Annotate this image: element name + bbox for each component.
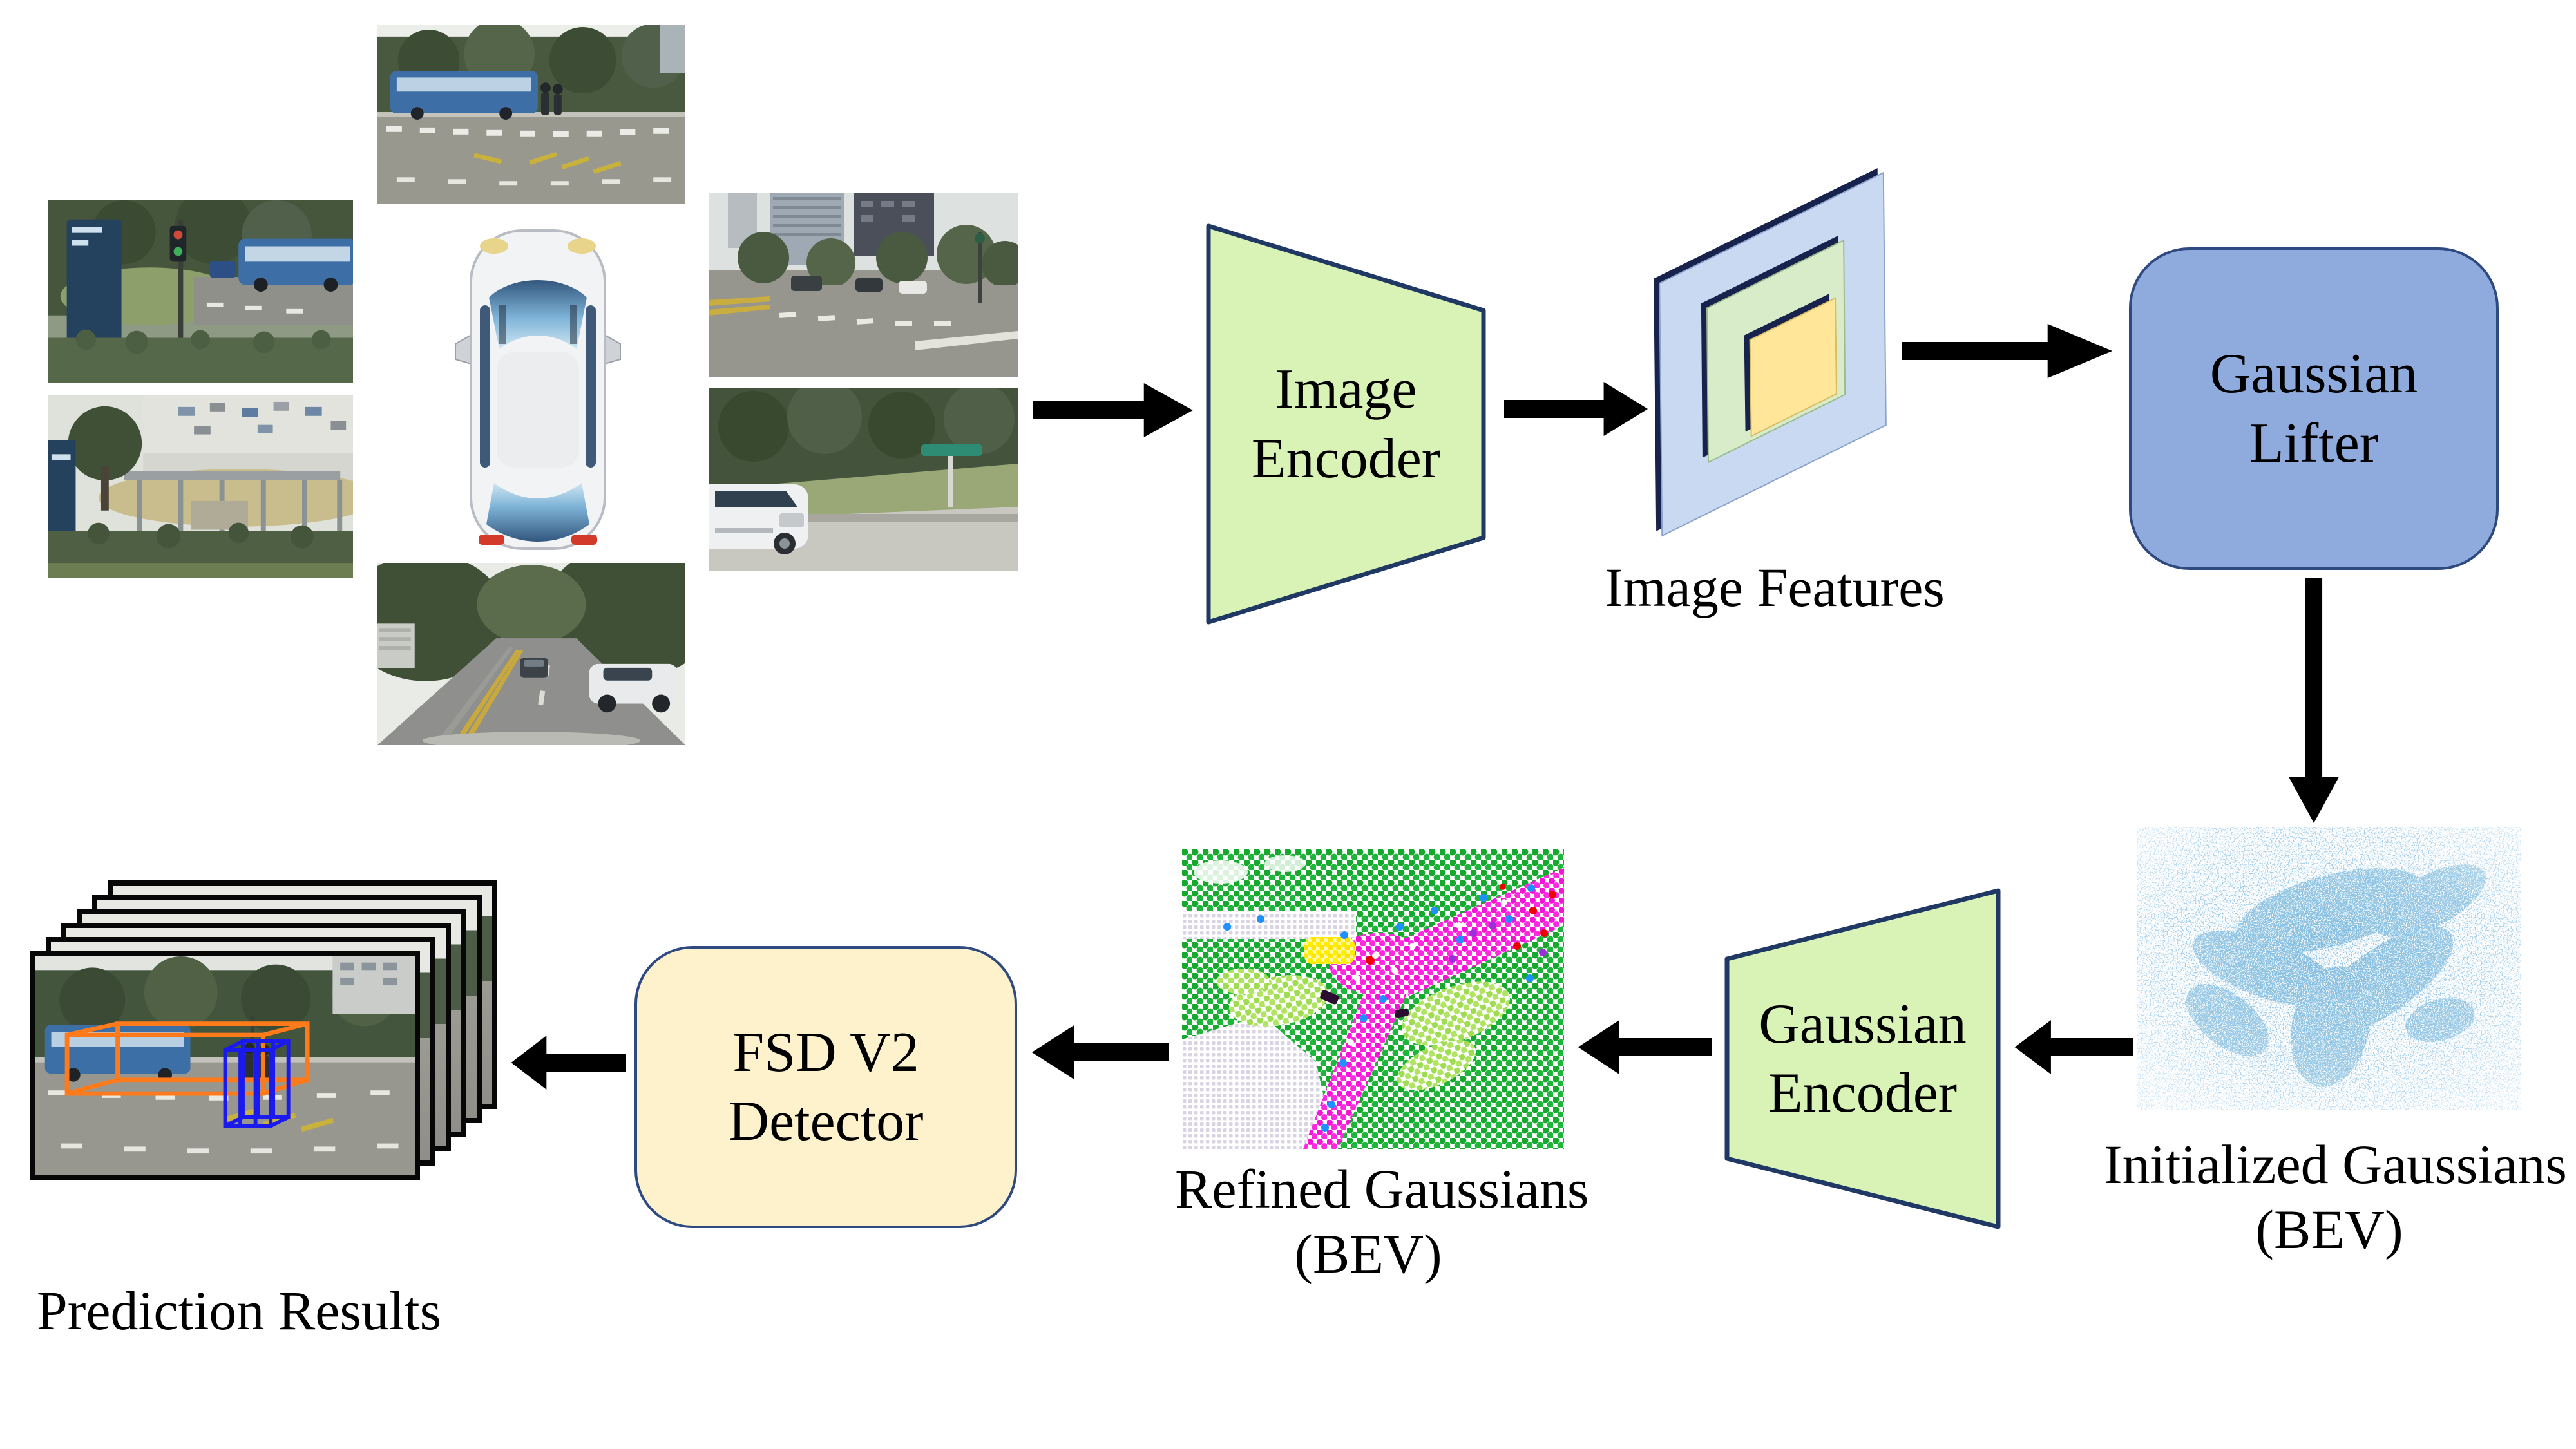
bus-3d-bounding-box bbox=[64, 1021, 310, 1096]
prediction-frame-front-scene bbox=[35, 956, 415, 1175]
back-camera-image bbox=[377, 563, 685, 745]
image-features-caption-text: Image Features bbox=[1605, 556, 1945, 618]
front-right-camera-scene bbox=[709, 193, 1018, 377]
image-features-caption: Image Features bbox=[1581, 555, 1968, 620]
multi-view-camera-input bbox=[0, 0, 1031, 760]
image-features-icon bbox=[1652, 166, 1891, 544]
pedestrian-3d-bounding-box bbox=[223, 1039, 291, 1128]
front-camera-scene bbox=[377, 25, 685, 204]
arrow-image-encoder-to-features bbox=[1504, 380, 1649, 438]
back-left-camera-image bbox=[48, 395, 353, 578]
prediction-results-stack bbox=[30, 880, 513, 1209]
initialized-gaussians-caption-line1: Initialized Gaussians bbox=[2104, 1133, 2567, 1195]
refined-gaussians-caption: Refined Gaussians (BEV) bbox=[1175, 1157, 1589, 1287]
front-left-camera-image bbox=[48, 200, 353, 383]
back-right-camera-image bbox=[709, 388, 1018, 571]
arrow-fsd-detector-to-prediction bbox=[510, 1034, 626, 1092]
prediction-results-caption: Prediction Results bbox=[36, 1278, 442, 1343]
car-top-view-drawing bbox=[455, 229, 621, 550]
initialized-gaussians-caption: Initialized Gaussians (BEV) bbox=[2104, 1132, 2567, 1263]
gaussian-lifter-box bbox=[2129, 247, 2499, 570]
fsd-v2-detector-box bbox=[634, 946, 1017, 1228]
arrow-features-to-gaussian-lifter bbox=[1902, 322, 2114, 380]
back-right-camera-scene bbox=[709, 388, 1018, 571]
back-left-camera-scene bbox=[48, 395, 353, 578]
refined-gaussians-image bbox=[1182, 849, 1564, 1149]
image-encoder-node: Image Encoder bbox=[1206, 223, 1486, 625]
refined-gaussians-caption-line1: Refined Gaussians bbox=[1175, 1158, 1589, 1220]
gaussian-encoder-trapezoid bbox=[1724, 888, 2001, 1229]
back-camera-scene bbox=[377, 563, 685, 745]
arrow-gaussian-lifter-down bbox=[2287, 578, 2341, 824]
semantic-gaussians-bev-image bbox=[1182, 849, 1564, 1149]
refined-gaussians-caption-line2: (BEV) bbox=[1294, 1223, 1442, 1285]
front-right-camera-image bbox=[709, 193, 1018, 377]
prediction-frame-front bbox=[30, 951, 420, 1180]
prediction-results-caption-text: Prediction Results bbox=[36, 1280, 442, 1341]
front-camera-image bbox=[377, 25, 685, 204]
car-top-view-icon bbox=[448, 225, 628, 554]
arrow-gaussian-encoder-to-refined bbox=[1577, 1018, 1712, 1076]
initialized-gaussians-caption-line2: (BEV) bbox=[2255, 1198, 2403, 1261]
front-left-camera-scene bbox=[48, 200, 353, 383]
initialized-gaussians-image bbox=[2137, 827, 2521, 1110]
gaussian-lifter-node: Gaussian Lifter bbox=[2128, 247, 2499, 571]
arrow-initialized-to-gaussian-encoder bbox=[2014, 1018, 2133, 1076]
blue-point-cloud-bev-image bbox=[2137, 827, 2521, 1110]
arrow-cameras-to-image-encoder bbox=[1033, 381, 1194, 439]
gaussian-encoder-node: Gaussian Encoder bbox=[1724, 888, 2001, 1229]
arrow-refined-to-fsd-detector bbox=[1031, 1023, 1169, 1081]
image-encoder-trapezoid bbox=[1206, 223, 1486, 625]
fsd-v2-detector-node: FSD V2 Detector bbox=[634, 945, 1018, 1229]
feature-pyramid-icon bbox=[1654, 168, 1887, 537]
